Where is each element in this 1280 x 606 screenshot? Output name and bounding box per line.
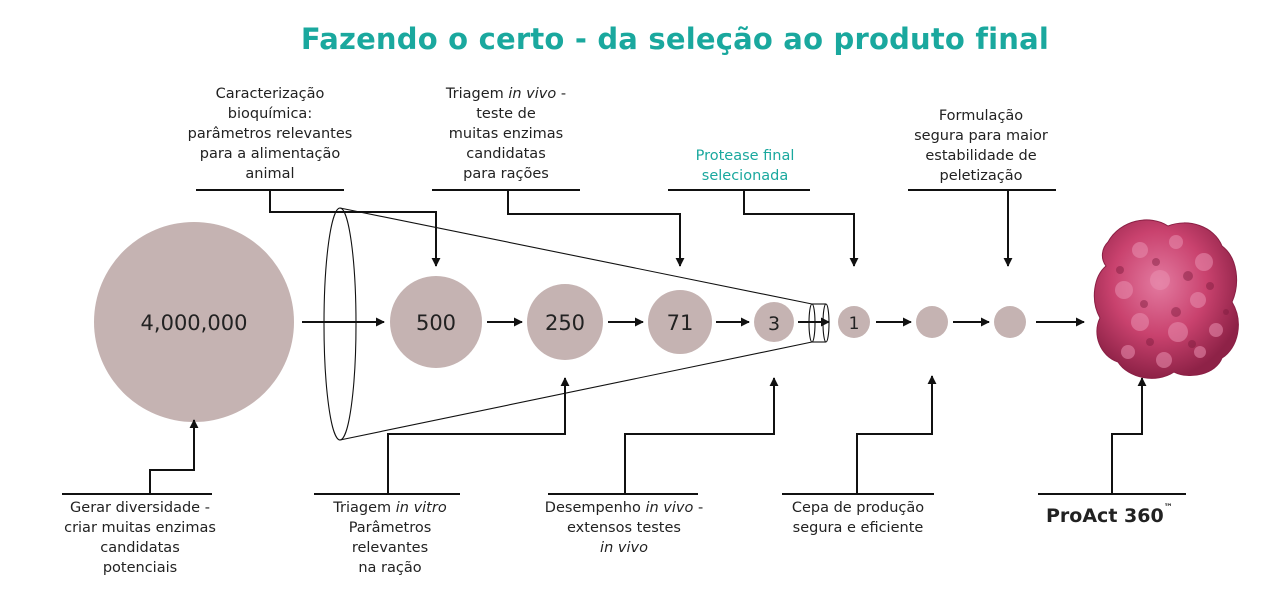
label-in-vivo-screening: Triagem in vivo - teste de muitas enzima…: [445, 86, 567, 182]
label-in-vitro-screening: Triagem in vitro Parâmetros relevantes n…: [333, 500, 447, 576]
label-generate-diversity: Gerar diversidade - criar muitas enzimas…: [64, 500, 216, 576]
label-production-strain: Cepa de produção segura e eficiente: [791, 500, 925, 536]
top-connectors: [196, 189, 1056, 267]
label-final-protease: Protease final selecionada: [695, 148, 795, 184]
stage-circle-71: [648, 290, 712, 354]
stage-circle-formulation: [994, 306, 1026, 338]
stage-value: 4,000,000: [141, 311, 248, 335]
label-formulation: Formulação segura para maior estabilidad…: [914, 108, 1048, 184]
page-title: Fazendo o certo - da seleção ao produto …: [300, 22, 1050, 56]
stage-value: 250: [545, 311, 585, 335]
stage-value: 71: [667, 311, 694, 335]
stage-circle-strain: [916, 306, 948, 338]
stage-circle-3: [754, 302, 794, 342]
stage-value: 3: [768, 313, 780, 335]
stage-circle-500: [390, 276, 482, 368]
product-name: ProAct 360™: [1046, 503, 1173, 527]
stage-value: 500: [416, 311, 456, 335]
protein-structure-icon: [1093, 219, 1239, 379]
stage-circle-1: [838, 306, 870, 338]
stage-value: 1: [849, 314, 860, 334]
label-in-vivo-performance: Desempenho in vivo - extensos testes in …: [544, 500, 704, 556]
label-biochemical-characterization: Caracterização bioquímica: parâmetros re…: [187, 86, 353, 182]
stage-circle-250: [527, 284, 603, 360]
stage-circle-4000000: [94, 222, 294, 422]
bottom-connectors: [62, 375, 1186, 495]
